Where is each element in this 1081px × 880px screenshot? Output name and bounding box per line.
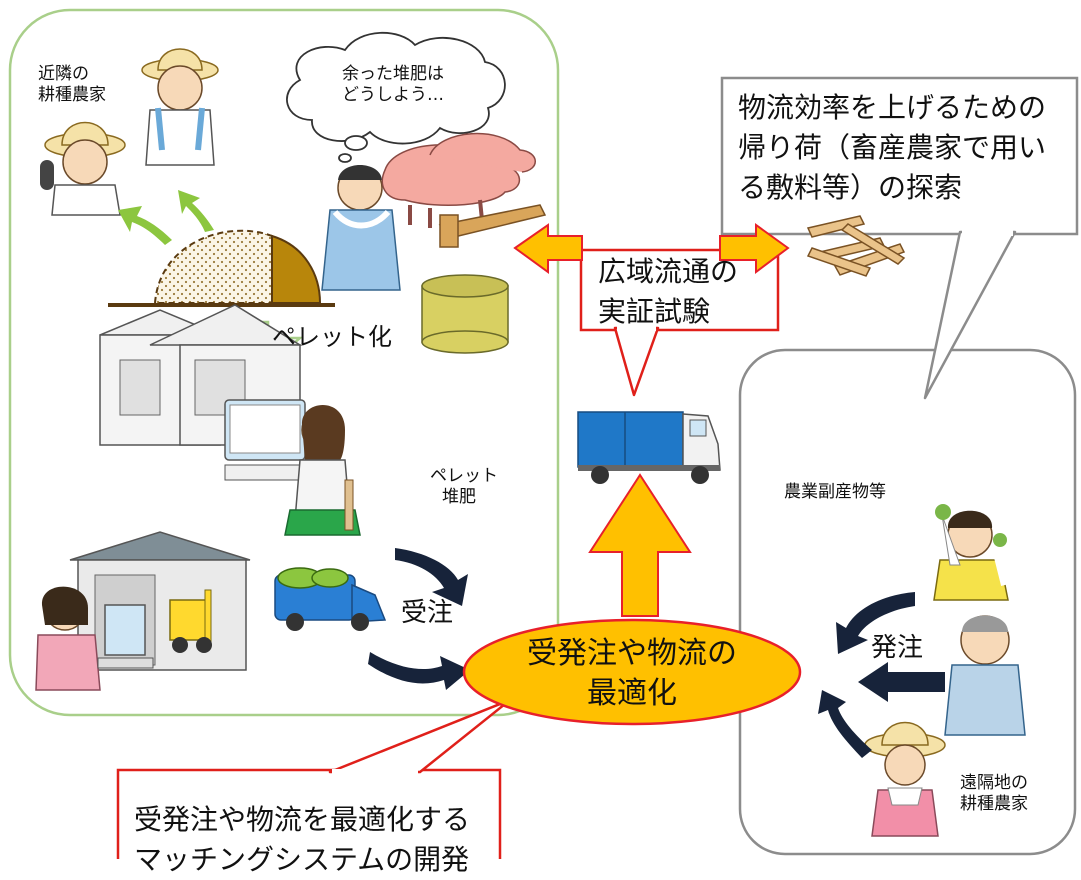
neighbor-farmer-woman-illustration bbox=[40, 121, 126, 216]
pellet-compost-label: ペレット 堆肥 bbox=[430, 466, 498, 508]
order-operator-illustration bbox=[35, 586, 154, 691]
receive-order-label: 受注 bbox=[401, 598, 454, 628]
pellet-compost-illustration bbox=[421, 274, 509, 354]
forklift-illustration bbox=[169, 589, 212, 653]
livestock-farmer-illustration bbox=[321, 165, 401, 291]
remote-farmer-vegetable-illustration bbox=[933, 504, 1009, 601]
place-order-label: 発注 bbox=[871, 633, 924, 663]
matching-system-callout-text: 受発注や物流を最適化する マッチングシステムの開発 bbox=[134, 803, 471, 876]
office-worker-illustration bbox=[224, 399, 361, 536]
pellet-factory-illustration bbox=[99, 304, 303, 446]
thought-bubble bbox=[286, 31, 506, 163]
matching-system-callout bbox=[116, 698, 512, 859]
backhaul-callout bbox=[720, 76, 1079, 400]
thought-bubble-text: 余った堆肥は どうしよう… bbox=[342, 64, 444, 106]
pelletize-label: ペレット化 bbox=[272, 323, 392, 351]
place-order-arrows bbox=[818, 592, 945, 758]
receive-order-arrows bbox=[368, 548, 470, 690]
compost-mound-illustration bbox=[108, 229, 335, 307]
delivery-truck-left-illustration bbox=[274, 567, 387, 631]
green-arrows bbox=[118, 190, 214, 245]
byproducts-illustration bbox=[806, 215, 906, 277]
center-delivery-truck-illustration bbox=[577, 411, 721, 484]
pigs-illustration bbox=[381, 132, 547, 248]
right-flow-arrow bbox=[719, 223, 790, 274]
neighbor-farmer-man-illustration bbox=[141, 48, 219, 166]
diagram-canvas bbox=[8, 8, 1079, 859]
left-flow-arrow bbox=[513, 223, 583, 274]
remote-farmer-woman-illustration bbox=[864, 721, 946, 837]
remote-farmer-man-illustration bbox=[944, 615, 1026, 736]
wide-area-test-callout-text: 広域流通の 実証試験 bbox=[598, 255, 739, 328]
remote-farmer-label: 遠隔地の 耕種農家 bbox=[960, 773, 1028, 815]
neighbor-farmer-label: 近隣の 耕種農家 bbox=[38, 64, 106, 106]
backhaul-callout-text: 物流効率を上げるための 帰り荷（畜産農家で用い る敷料等）の探索 bbox=[738, 91, 1047, 204]
optimization-ellipse bbox=[462, 618, 802, 726]
wide-area-test-callout bbox=[579, 248, 780, 397]
optimization-label: 受発注や物流の 最適化 bbox=[527, 636, 737, 711]
byproduct-label: 農業副産物等 bbox=[784, 482, 886, 502]
up-flow-arrow bbox=[588, 473, 692, 617]
